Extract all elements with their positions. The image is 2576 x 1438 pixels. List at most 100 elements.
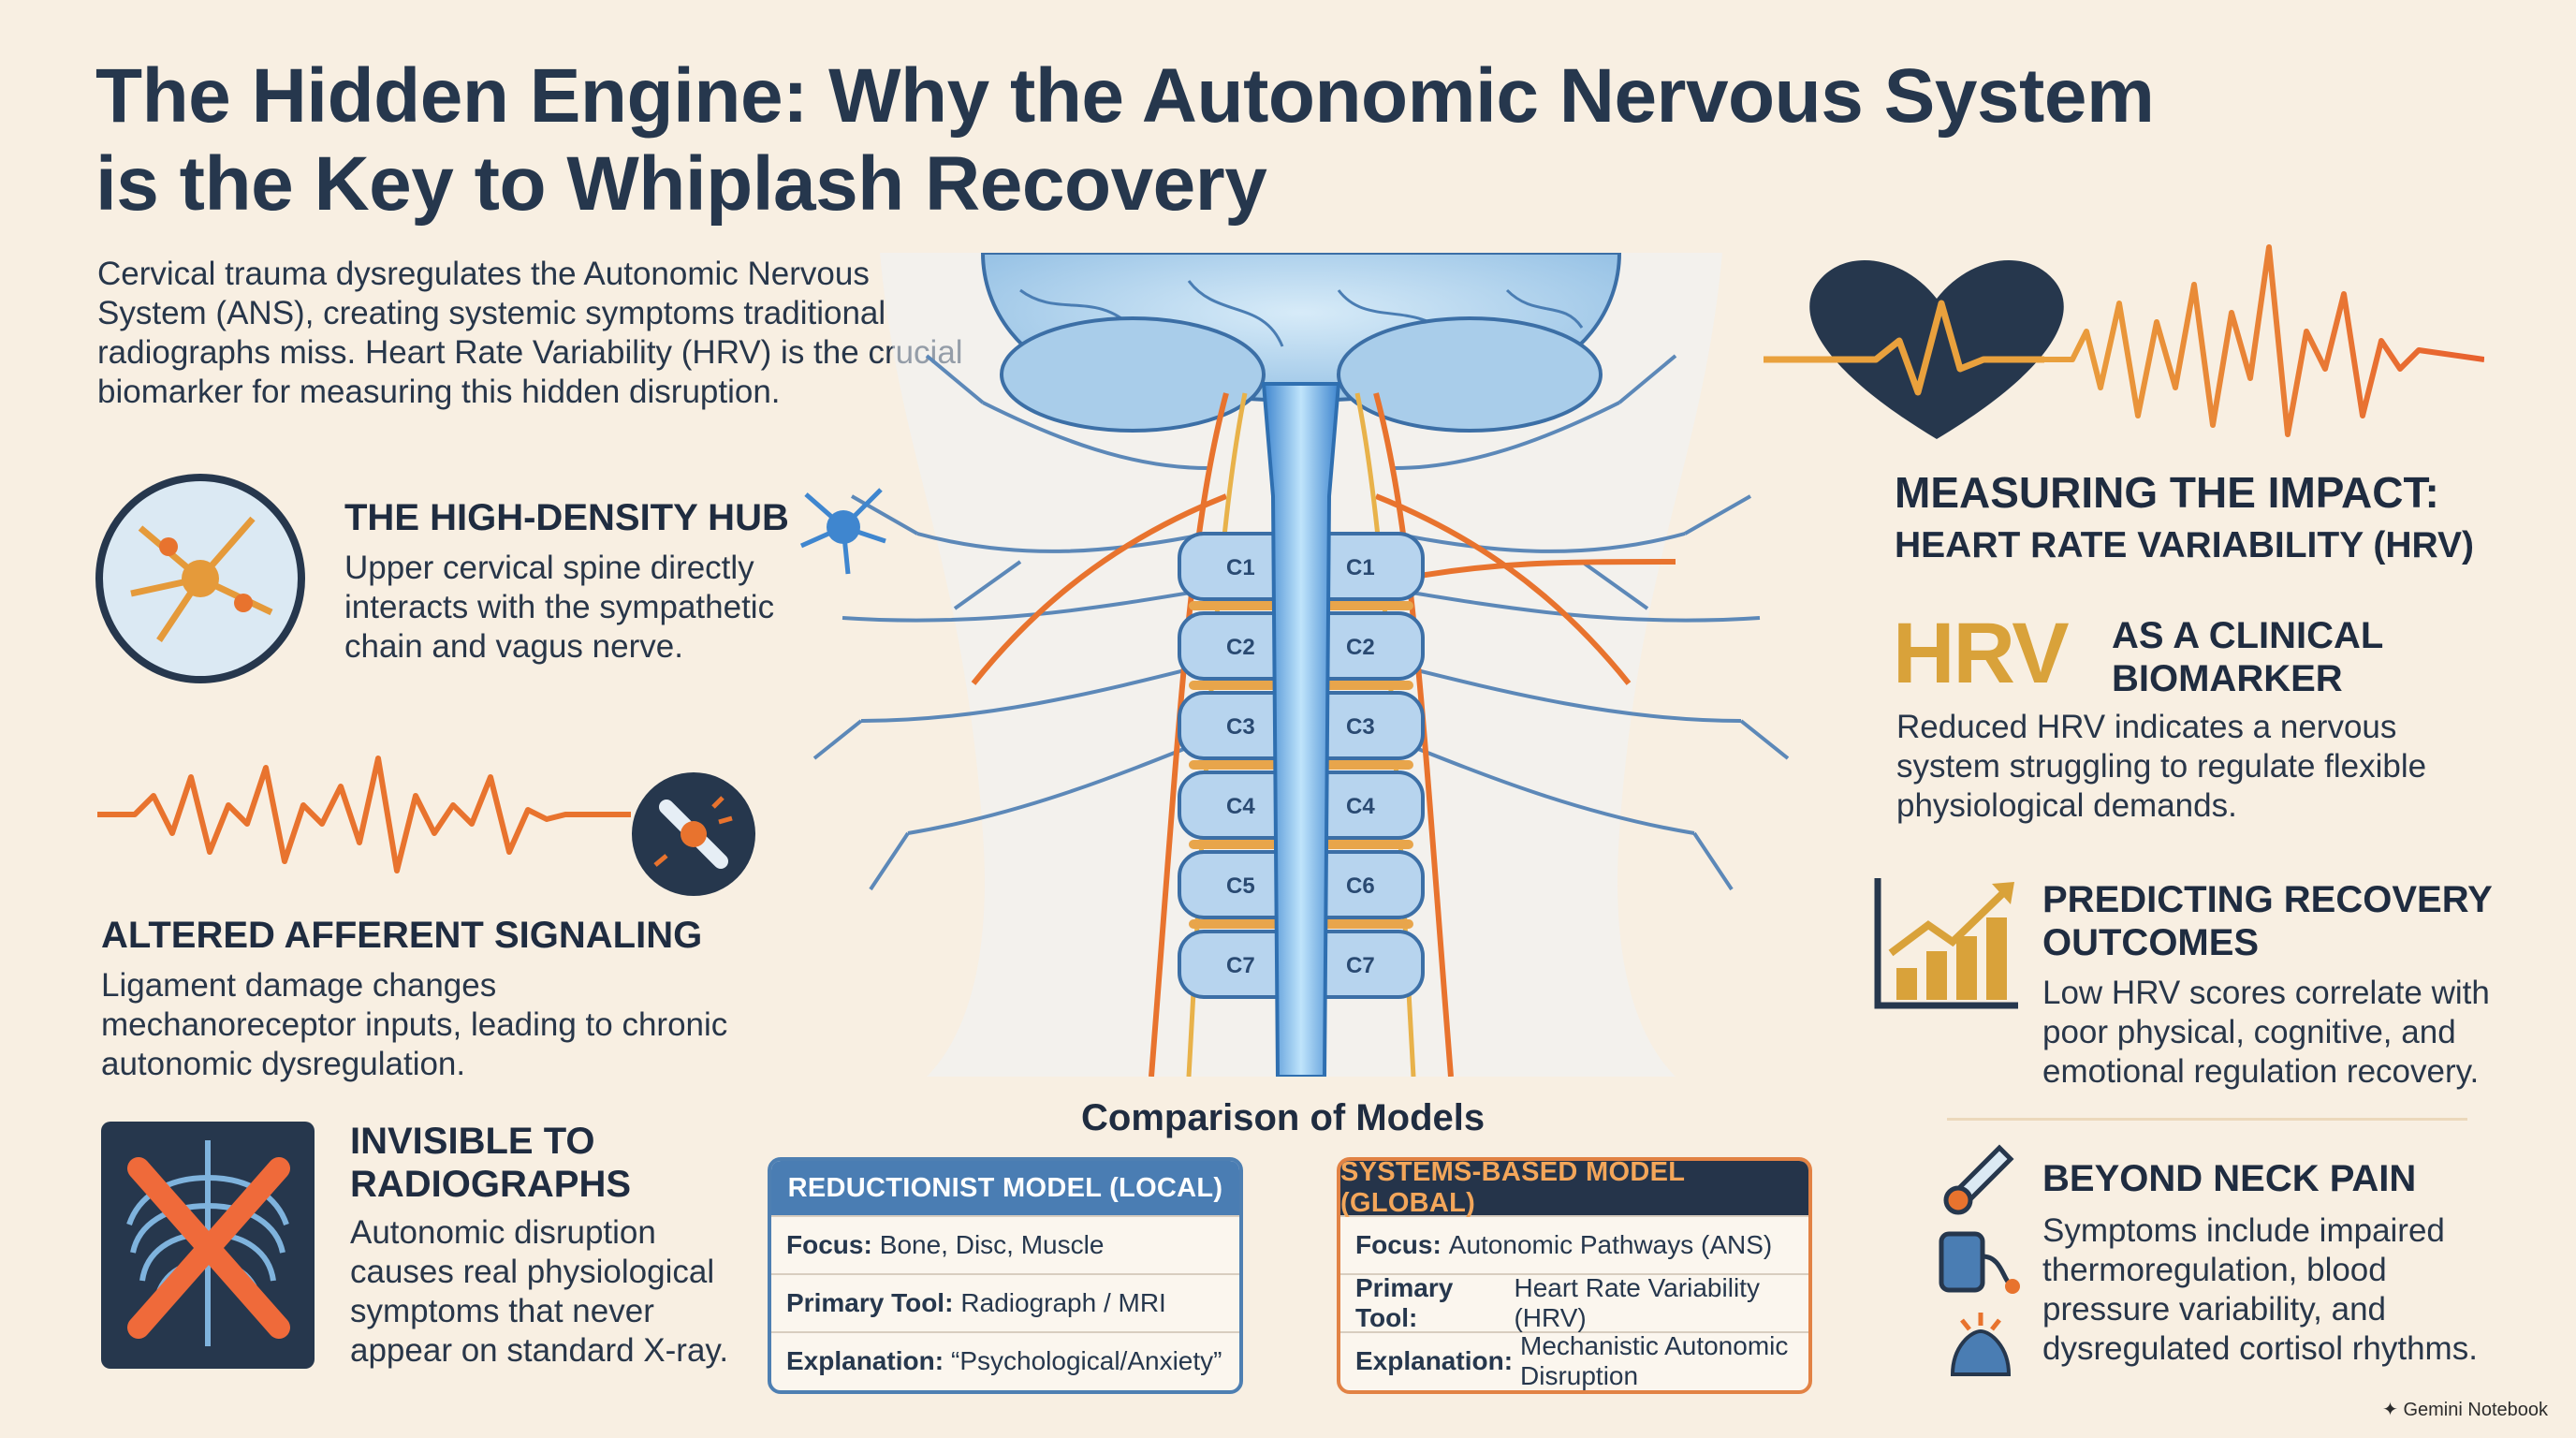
table-row: Focus: Bone, Disc, Muscle (771, 1215, 1239, 1273)
section-divider (1947, 1118, 2467, 1121)
table-row: Primary Tool: Radiograph / MRI (771, 1273, 1239, 1331)
hrv-title-line: BIOMARKER (2112, 658, 2343, 699)
thermometer-icon (1943, 1144, 2014, 1215)
reductionist-header: REDUCTIONIST MODEL (LOCAL) (771, 1161, 1239, 1215)
sparkle-icon: ✦ (2382, 1400, 2404, 1420)
hrv-biomarker-title: AS A CLINICAL BIOMARKER (2112, 614, 2383, 700)
beyond-line: dysregulated cortisol rhythms. (2042, 1330, 2478, 1367)
neuron-circle-icon (95, 474, 305, 683)
row-label: Explanation: (786, 1346, 944, 1375)
reductionist-model-card: REDUCTIONIST MODEL (LOCAL) Focus: Bone, … (768, 1157, 1243, 1394)
vertebra-label-left: C1 (1226, 555, 1255, 580)
afferent-line: Ligament damage changes (101, 967, 497, 1004)
hub-body: Upper cervical spine directly interacts … (344, 549, 774, 667)
nerve-branches-right (1394, 354, 1790, 891)
row-label: Focus: (1355, 1230, 1442, 1259)
hrv-line: physiological demands. (1896, 787, 2237, 824)
cervical-spine-illustration: C1 C2 C3 C4 C5 C7 C1 C2 C3 C4 C6 C7 (812, 253, 1790, 1077)
measuring-title: MEASURING THE IMPACT: (1895, 468, 2439, 517)
row-value: “Psychological/Anxiety” (951, 1346, 1222, 1375)
afferent-line: mechanoreceptor inputs, leading to chron… (101, 1006, 728, 1043)
neuron-icon (799, 488, 886, 575)
title-line-1: The Hidden Engine: Why the Autonomic Ner… (95, 53, 2155, 139)
row-value: Bone, Disc, Muscle (879, 1230, 1105, 1259)
intro-line: Cervical trauma dysregulates the Autonom… (97, 256, 870, 292)
hub-line: Upper cervical spine directly (344, 550, 754, 586)
cerebellum-left (1000, 316, 1266, 433)
comparison-title: Comparison of Models (1081, 1097, 1486, 1138)
measuring-subtitle: HEART RATE VARIABILITY (HRV) (1895, 525, 2474, 565)
row-value: Radiograph / MRI (960, 1288, 1166, 1317)
cerebellum-right (1337, 316, 1603, 433)
beyond-line: thermoregulation, blood (2042, 1252, 2387, 1288)
xray-crossed-icon (101, 1122, 315, 1369)
table-row: Explanation: Mechanistic Autonomic Disru… (1340, 1331, 1808, 1390)
heart-ecg-icon (1764, 244, 2484, 439)
nerve-branches-left (812, 354, 1208, 891)
vertebra-label-left: C7 (1226, 953, 1255, 978)
afferent-body: Ligament damage changes mechanoreceptor … (101, 966, 727, 1084)
predicting-title-line: OUTCOMES (2042, 922, 2260, 963)
row-value: Heart Rate Variability (HRV) (1514, 1273, 1760, 1332)
invisible-title-line: INVISIBLE TO (350, 1121, 595, 1162)
intro-line: System (ANS), creating systemic symptoms… (97, 295, 886, 331)
predicting-line: Low HRV scores correlate with (2042, 975, 2490, 1011)
invisible-title: INVISIBLE TO RADIOGRAPHS (350, 1120, 631, 1206)
heart-icon (1809, 259, 2064, 439)
systems-model-card: SYSTEMS-BASED MODEL (GLOBAL) Focus: Auto… (1337, 1157, 1812, 1394)
systems-header: SYSTEMS-BASED MODEL (GLOBAL) (1340, 1161, 1808, 1218)
vertebra-label-right: C6 (1346, 873, 1375, 899)
predicting-title: PREDICTING RECOVERY OUTCOMES (2042, 878, 2493, 964)
vertebra-label-left: C3 (1226, 714, 1255, 740)
intro-line: biomarker for measuring this hidden disr… (97, 374, 781, 410)
row-label: Primary Tool: (786, 1288, 954, 1317)
predicting-line: emotional regulation recovery. (2042, 1053, 2480, 1090)
beyond-title: BEYOND NECK PAIN (2042, 1158, 2417, 1199)
blood-pressure-icon (1939, 1231, 2020, 1294)
invisible-line: symptoms that never (350, 1293, 654, 1329)
hrv-large-label: HRV (1893, 606, 2070, 701)
vertebra-label-left: C4 (1226, 794, 1255, 819)
footer-watermark: ✦ Gemini Notebook (2382, 1398, 2548, 1421)
row-value: Autonomic Pathways (ANS) (1448, 1230, 1773, 1259)
vertebra-label-right: C2 (1346, 635, 1375, 660)
joint-injury-icon (632, 772, 755, 896)
afferent-line: autonomic dysregulation. (101, 1046, 466, 1082)
vertebra-label-right: C1 (1346, 555, 1375, 580)
beyond-body: Symptoms include impaired thermoregulati… (2042, 1211, 2478, 1369)
predicting-title-line: PREDICTING RECOVERY (2042, 879, 2493, 920)
intro-paragraph: Cervical trauma dysregulates the Autonom… (97, 255, 977, 412)
rising-chart-icon (1874, 878, 2018, 1009)
table-row: Primary Tool: Heart Rate Variability (HR… (1340, 1273, 1808, 1332)
table-row: Explanation: “Psychological/Anxiety” (771, 1331, 1239, 1389)
invisible-title-line: RADIOGRAPHS (350, 1164, 632, 1205)
hub-line: chain and vagus nerve. (344, 628, 683, 665)
vertebra-label-right: C3 (1346, 714, 1375, 740)
hrv-biomarker-body: Reduced HRV indicates a nervous system s… (1896, 708, 2426, 826)
invisible-line: causes real physiological (350, 1254, 715, 1290)
invisible-line: appear on standard X-ray. (350, 1332, 729, 1369)
predicting-body: Low HRV scores correlate with poor physi… (2042, 974, 2490, 1092)
row-label: Focus: (786, 1230, 872, 1259)
row-label: Explanation: (1355, 1346, 1514, 1375)
hrv-line: Reduced HRV indicates a nervous (1896, 709, 2397, 745)
beyond-line: Symptoms include impaired (2042, 1212, 2445, 1249)
footer-label: Gemini Notebook (2403, 1400, 2548, 1420)
intro-line: radiographs miss. Heart Rate Variability… (97, 334, 963, 371)
vertebra-label-left: C2 (1226, 635, 1255, 660)
row-value: Mechanistic Autonomic Disruption (1520, 1331, 1789, 1390)
table-row: Focus: Autonomic Pathways (ANS) (1340, 1215, 1808, 1273)
adrenal-gland-icon (1950, 1313, 2012, 1376)
hub-line: interacts with the sympathetic (344, 589, 775, 625)
spinal-cord (1261, 382, 1341, 1077)
vertebra-label-right: C7 (1346, 953, 1375, 978)
beyond-line: pressure variability, and (2042, 1291, 2387, 1328)
row-label: Primary Tool: (1355, 1273, 1454, 1332)
vertebra-label-left: C5 (1226, 873, 1255, 899)
hrv-line: system struggling to regulate flexible (1896, 748, 2427, 785)
title-line-2: is the Key to Whiplash Recovery (95, 141, 1267, 227)
afferent-title: ALTERED AFFERENT SIGNALING (101, 915, 703, 956)
signal-waveform-icon (97, 756, 631, 873)
hrv-title-line: AS A CLINICAL (2112, 615, 2384, 656)
vertebra-label-right: C4 (1346, 794, 1375, 819)
